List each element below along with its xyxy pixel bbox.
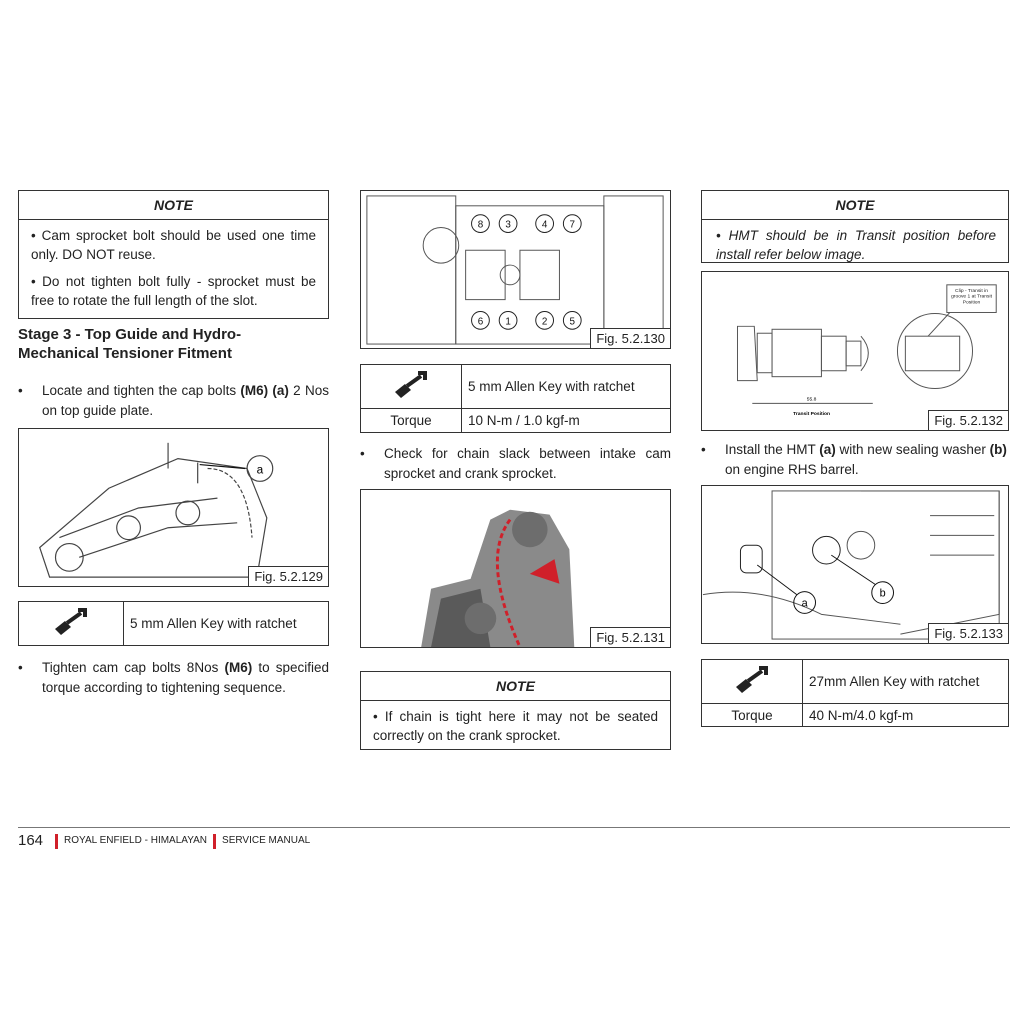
sequence-number: 7 [570,220,575,231]
note-item: • If chain is tight here it may not be s… [373,709,658,743]
callout-b: b [880,588,886,600]
figure-label: Fig. 5.2.130 [590,328,670,348]
tool-label: 27mm Allen Key with ratchet [802,659,1009,704]
sequence-number: 6 [478,316,484,327]
figure-label: Fig. 5.2.131 [590,627,670,647]
caption-label: Transit Position [793,411,830,417]
note-item: • HMT should be in Transit position befo… [716,228,996,262]
sequence-number: 1 [505,316,510,327]
note-box: NOTE • Cam sprocket bolt should be used … [18,190,329,319]
torque-value: 10 N-m / 1.0 kgf-m [461,408,671,433]
figure-5-2-129: a Fig. 5.2.129 [18,428,329,587]
tool-label: 5 mm Allen Key with ratchet [123,601,329,646]
figure-5-2-130: 8 3 4 7 6 1 2 5 Fig. 5.2.130 [360,190,671,349]
footer-manual: SERVICE MANUAL [222,835,311,846]
dimension-label: 55.8 [807,396,817,402]
figure-5-2-131: Fig. 5.2.131 [360,489,671,648]
instruction-bullet: •Install the HMT (a) with new sealing wa… [701,442,1007,477]
sequence-number: 2 [542,316,547,327]
footer-rule [18,827,1010,828]
wrench-hand-icon [701,659,803,704]
instruction-bullet: •Check for chain slack between intake ca… [360,446,671,481]
tool-label: 5 mm Allen Key with ratchet [461,364,671,409]
figure-label: Fig. 5.2.133 [928,623,1008,643]
footer: 164 ROYAL ENFIELD - HIMALAYAN SERVICE MA… [18,831,310,851]
sequence-number: 5 [570,316,576,327]
figure-label: Fig. 5.2.132 [928,410,1008,430]
note-title: NOTE [702,191,1008,220]
wrench-hand-icon [360,364,462,409]
sequence-number: 3 [505,220,511,231]
note-title: NOTE [19,191,328,220]
page-number: 164 [18,832,44,849]
footer-divider [55,833,59,849]
instruction-bullet: •Locate and tighten the cap bolts (M6) (… [18,383,329,418]
callout-a: a [802,597,809,609]
torque-label: Torque [360,408,462,433]
note-title: NOTE [361,672,670,701]
callout-a: a [257,462,264,476]
note-item: • Do not tighten bolt fully - sprocket m… [31,274,316,308]
instruction-bullet: •Tighten cam cap bolts 8Nos (M6) to spec… [18,660,329,695]
sequence-number: 4 [542,220,548,231]
footer-divider [213,833,217,849]
note-box: NOTE • If chain is tight here it may not… [360,671,671,750]
footer-brand: ROYAL ENFIELD - HIMALAYAN [64,835,208,846]
torque-value: 40 N-m/4.0 kgf-m [802,703,1009,727]
figure-5-2-133: a b Fig. 5.2.133 [701,485,1009,644]
sequence-number: 8 [478,220,484,231]
note-item: • Cam sprocket bolt should be used one t… [31,228,316,262]
note-box: NOTE • HMT should be in Transit position… [701,190,1009,263]
wrench-hand-icon [18,601,124,646]
clip-label: Clip - Transit in groove 1 at Transit Po… [951,287,992,306]
figure-label: Fig. 5.2.129 [248,566,328,586]
section-heading: Stage 3 - Top Guide and Hydro-Mechanical… [18,326,242,362]
torque-label: Torque [701,703,803,727]
figure-5-2-132: 55.8 Transit Position Clip - Transit in … [701,271,1009,431]
tool-table: 5 mm Allen Key with ratchet [18,601,329,646]
